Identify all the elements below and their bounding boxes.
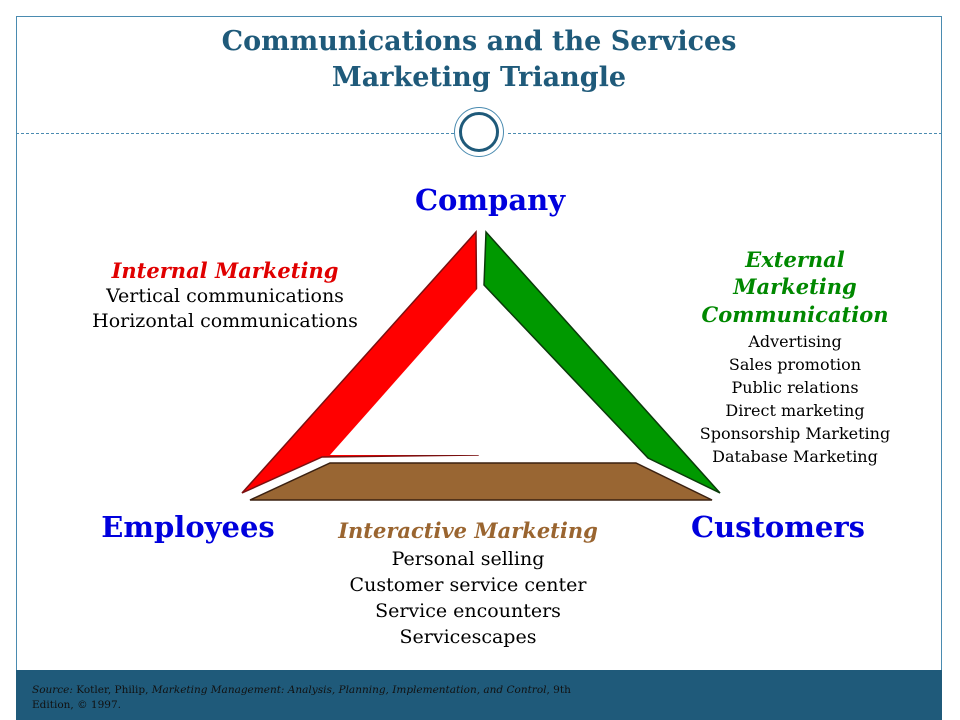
slide-title: Communications and the Services Marketin… xyxy=(16,24,942,96)
source-edition: , 9th Edition, © 1997. xyxy=(32,684,571,711)
interactive-marketing-side xyxy=(249,462,713,501)
divider-circle-icon xyxy=(459,112,499,152)
source-book-title: Marketing Management: Analysis, Planning… xyxy=(151,684,547,696)
source-prefix: Source: xyxy=(32,684,77,696)
external-marketing-block: External Marketing Communication Adverti… xyxy=(672,246,918,468)
external-marketing-heading-1: External xyxy=(745,247,845,272)
external-marketing-side xyxy=(483,230,721,494)
footer-bar xyxy=(16,670,942,720)
interactive-item: Personal selling xyxy=(391,548,545,570)
external-item: Database Marketing xyxy=(712,447,878,466)
employees-label: Employees xyxy=(101,510,275,544)
source-citation: Source: Kotler, Philip, Marketing Manage… xyxy=(32,683,592,713)
company-label: Company xyxy=(414,183,566,217)
title-line-2: Marketing Triangle xyxy=(331,62,627,93)
interactive-item: Servicescapes xyxy=(399,626,537,648)
internal-marketing-block: Internal Marketing Vertical communicatio… xyxy=(70,258,380,334)
interactive-item: Customer service center xyxy=(349,574,587,596)
interactive-item: Service encounters xyxy=(375,600,561,622)
customers-label: Customers xyxy=(691,510,865,544)
external-item: Sponsorship Marketing xyxy=(699,424,891,443)
triangle-interior xyxy=(330,288,632,455)
internal-item: Vertical communications xyxy=(106,285,344,307)
divider-right xyxy=(508,133,942,134)
external-item: Public relations xyxy=(731,378,859,397)
internal-item: Horizontal communications xyxy=(92,310,358,332)
external-marketing-heading-2: Marketing xyxy=(733,274,857,299)
interactive-marketing-heading: Interactive Marketing xyxy=(338,518,598,543)
interactive-marketing-block: Interactive Marketing Personal selling C… xyxy=(298,516,638,650)
external-item: Advertising xyxy=(748,332,842,351)
source-author: Kotler, Philip, xyxy=(76,684,152,696)
internal-marketing-heading: Internal Marketing xyxy=(111,258,339,283)
divider-left xyxy=(16,133,454,134)
external-item: Sales promotion xyxy=(728,355,862,374)
external-marketing-heading-3: Communication xyxy=(701,302,889,327)
title-line-1: Communications and the Services xyxy=(221,26,737,57)
external-item: Direct marketing xyxy=(725,401,865,420)
